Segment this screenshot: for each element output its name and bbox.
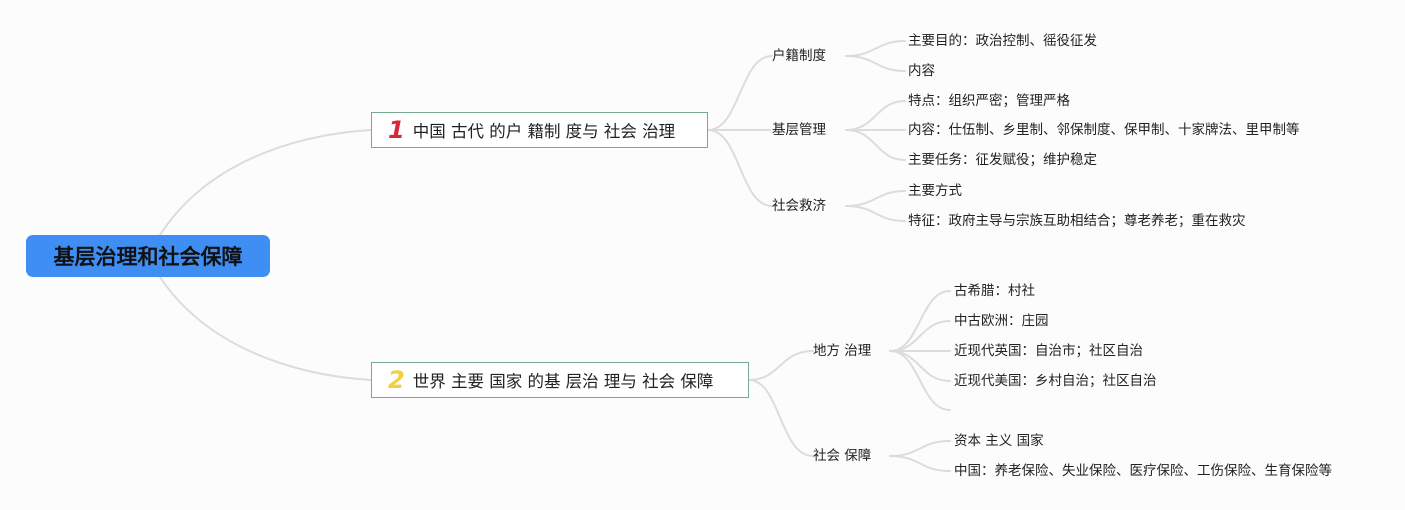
main-topic-1[interactable]: 1 中国 古代 的户 籍制 度与 社会 治理 bbox=[371, 112, 708, 148]
subtopic-huji[interactable]: 户籍制度 bbox=[772, 48, 826, 64]
leaf-modern-britain[interactable]: 近现代英国：自治市；社区自治 bbox=[954, 343, 1143, 359]
leaf-medieval-europe[interactable]: 中古欧洲：庄园 bbox=[954, 313, 1049, 329]
leaf-jiuji-method[interactable]: 主要方式 bbox=[908, 183, 962, 199]
leaf-capitalist-countries[interactable]: 资本 主义 国家 bbox=[954, 433, 1044, 449]
subtopic-social-security[interactable]: 社会 保障 bbox=[813, 448, 872, 464]
subtopic-jiuji[interactable]: 社会救济 bbox=[772, 198, 826, 214]
leaf-greece[interactable]: 古希腊：村社 bbox=[954, 283, 1035, 299]
leaf-jiuji-feature[interactable]: 特征：政府主导与宗族互助相结合；尊老养老；重在救灾 bbox=[908, 213, 1246, 229]
topic-number-1: 1 bbox=[388, 116, 405, 144]
leaf-modern-usa[interactable]: 近现代美国：乡村自治；社区自治 bbox=[954, 373, 1157, 389]
main-topic-2-label: 世界 主要 国家 的基 层治 理与 社会 保障 bbox=[412, 372, 714, 391]
leaf-jiceng-feature[interactable]: 特点：组织严密；管理严格 bbox=[908, 93, 1070, 109]
subtopic-local-governance[interactable]: 地方 治理 bbox=[813, 343, 872, 359]
root-topic[interactable]: 基层治理和社会保障 bbox=[26, 235, 270, 277]
leaf-jiceng-content[interactable]: 内容：仕伍制、乡里制、邻保制度、保甲制、十家牌法、里甲制等 bbox=[908, 122, 1300, 138]
leaf-china-insurance[interactable]: 中国：养老保险、失业保险、医疗保险、工伤保险、生育保险等 bbox=[954, 463, 1332, 479]
subtopic-jiceng[interactable]: 基层管理 bbox=[772, 122, 826, 138]
topic-number-2: 2 bbox=[388, 366, 405, 394]
leaf-jiceng-task[interactable]: 主要任务：征发赋役；维护稳定 bbox=[908, 152, 1097, 168]
main-topic-1-label: 中国 古代 的户 籍制 度与 社会 治理 bbox=[412, 122, 676, 141]
main-topic-2[interactable]: 2 世界 主要 国家 的基 层治 理与 社会 保障 bbox=[371, 362, 749, 398]
root-topic-label: 基层治理和社会保障 bbox=[53, 245, 243, 269]
leaf-huji-content[interactable]: 内容 bbox=[908, 63, 935, 79]
leaf-huji-purpose[interactable]: 主要目的：政治控制、徭役征发 bbox=[908, 33, 1097, 49]
